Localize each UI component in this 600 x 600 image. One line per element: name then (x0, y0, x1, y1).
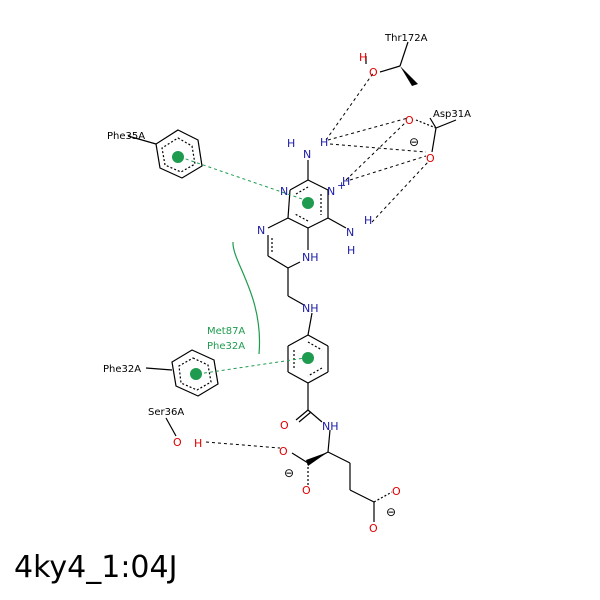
carb2-o2: O (369, 522, 378, 535)
centroid-pteridine (302, 197, 314, 209)
label-phe32-inner: Phe32A (207, 341, 245, 352)
label-met87: Met87A (207, 326, 245, 337)
ser-h: H (194, 437, 202, 450)
label-thr172: Thr172A (384, 33, 428, 44)
asp-o2: O (426, 152, 435, 165)
link-nh: NH (302, 302, 319, 315)
asp31-carboxylate (415, 117, 457, 153)
centroid-benzene (302, 352, 314, 364)
label-phe35: Phe35A (107, 131, 145, 142)
phe35-ring (127, 129, 203, 179)
pi-stacking (179, 156, 306, 375)
ser36-sidechain (165, 417, 177, 437)
ring-n2-plus: + (337, 179, 346, 192)
asp-o1: O (405, 114, 414, 127)
thr172-wedge (400, 66, 418, 86)
amide-o: O (280, 419, 289, 432)
nh2bot-n: N (346, 226, 354, 239)
label-phe32: Phe32A (103, 364, 141, 375)
phe32-ring (145, 349, 219, 397)
nh2top-n: N (303, 148, 311, 161)
nh2top-h: H (287, 137, 295, 150)
ring-n3: N (257, 224, 265, 237)
hydrophobic-contact-arc (232, 241, 261, 355)
nh2bot-h: H (364, 214, 372, 227)
atom-labels: H O O O ⊖ H N H N N + H N N H H NH NH O … (173, 51, 435, 535)
carb2-minus: ⊖ (386, 505, 396, 519)
ring-nh: NH (302, 251, 319, 264)
carb2-o: O (392, 485, 401, 498)
ring-n2: N (327, 185, 335, 198)
label-ser36: Ser36A (148, 407, 184, 418)
label-asp31: Asp31A (433, 109, 471, 120)
thr-h: H (359, 51, 367, 64)
ring-nplus-h: H (342, 175, 350, 188)
residue-labels: Thr172A Asp31A Phe35A Met87A Phe32A Phe3… (103, 33, 471, 418)
nh2top-h2: H (320, 136, 328, 149)
carb1-minus: ⊖ (284, 466, 294, 480)
hydrogen-bonds (205, 71, 429, 449)
centroid-phe35 (172, 151, 184, 163)
carb1-o2: O (302, 484, 311, 497)
ring-n1: N (280, 185, 288, 198)
stereo-wedge (306, 452, 328, 466)
diagram-caption: 4ky4_1:04J (14, 550, 178, 585)
thr-o: O (369, 66, 378, 79)
thr172-sidechain (365, 41, 409, 73)
amide-nh: NH (322, 420, 339, 433)
carb1-o: O (279, 445, 288, 458)
centroid-phe32 (190, 368, 202, 380)
ser-o: O (173, 436, 182, 449)
nh2bot-h2: H (347, 244, 355, 257)
asp-minus: ⊖ (409, 135, 419, 149)
